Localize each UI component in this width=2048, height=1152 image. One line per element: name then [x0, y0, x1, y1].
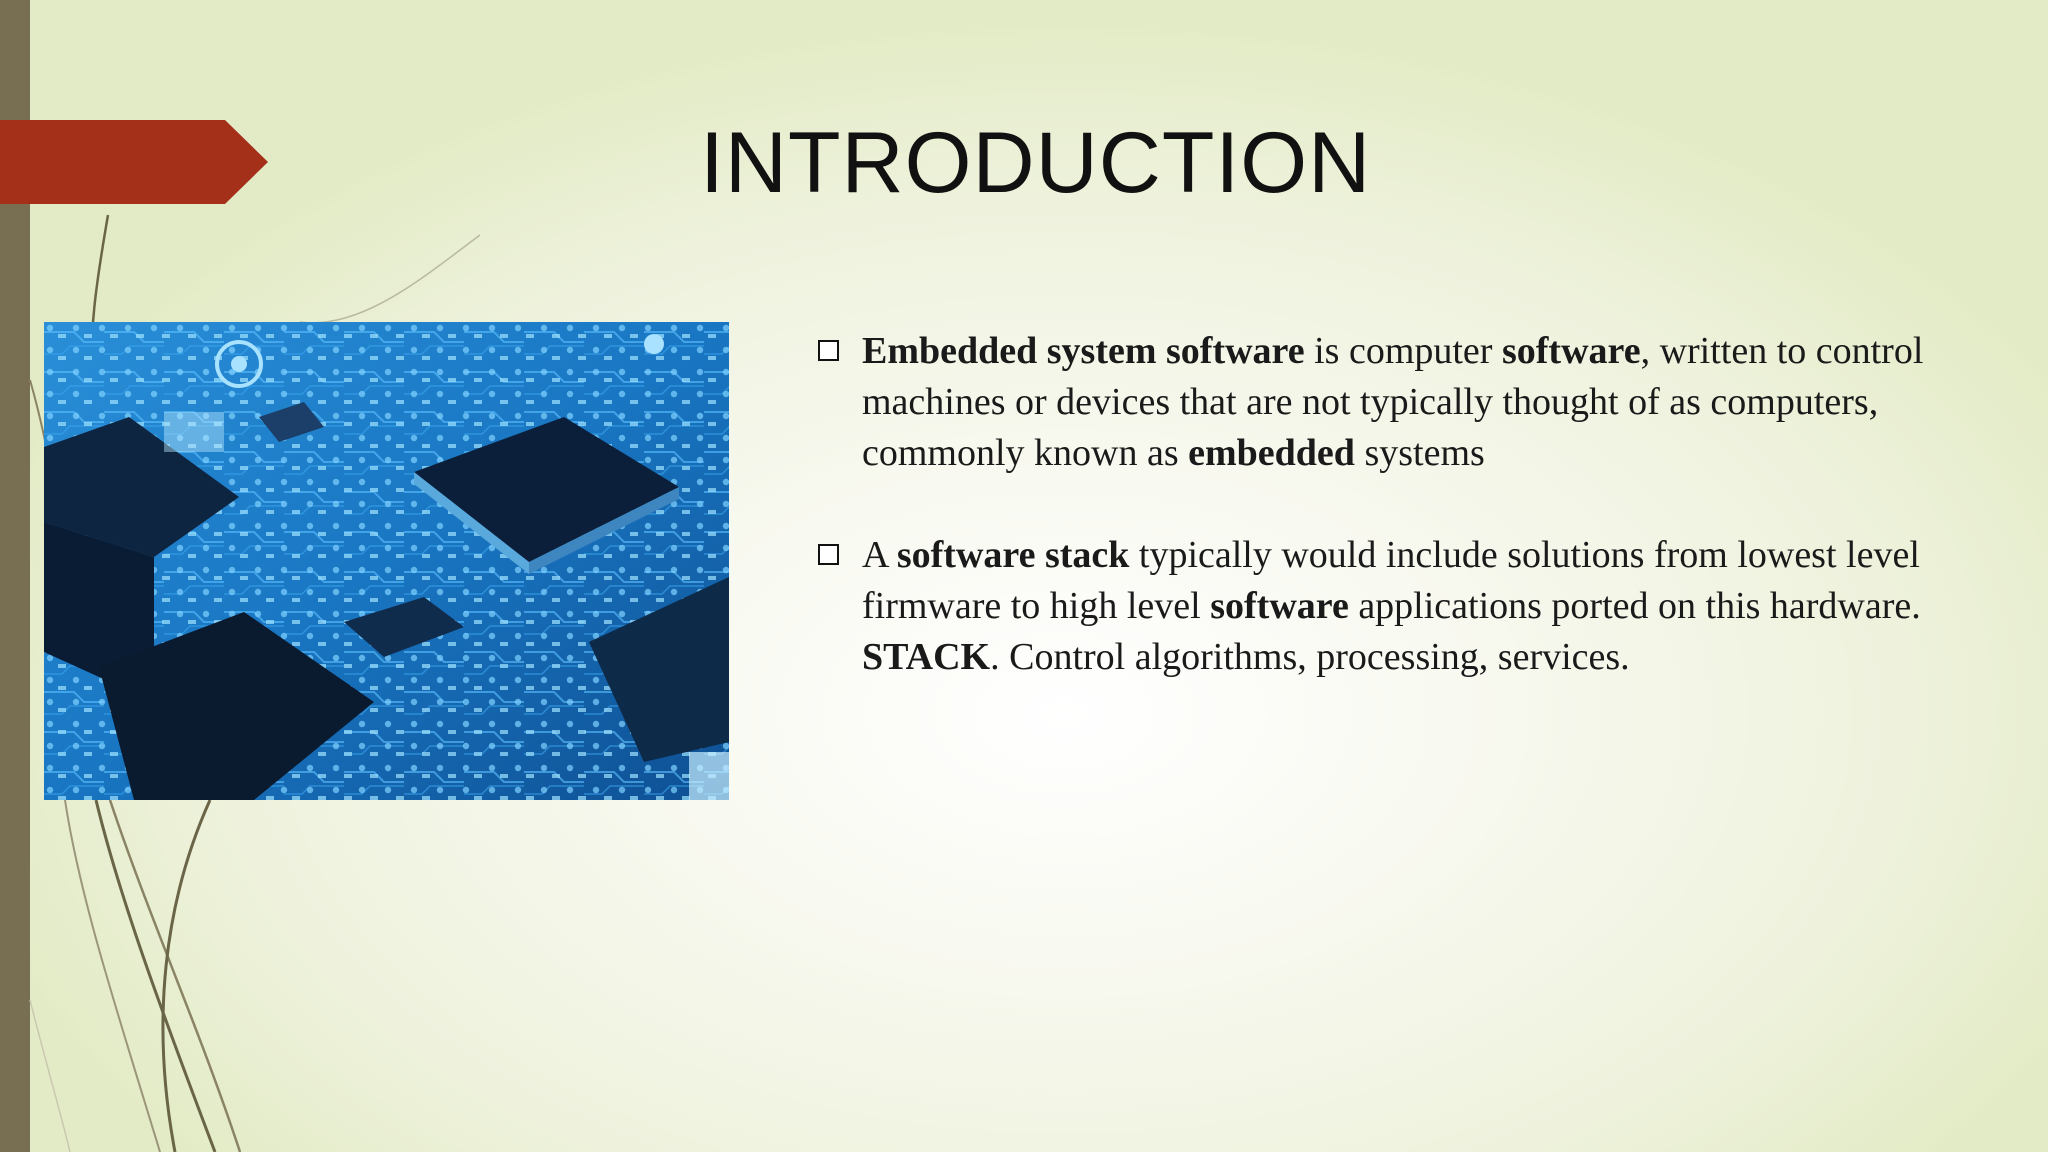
bold-text: software [1501, 330, 1641, 372]
circuit-board-photo [44, 322, 729, 800]
text: A [862, 534, 897, 576]
bullet-item-embedded-software: Embedded system software is computer sof… [814, 326, 2004, 479]
bold-text: embedded [1188, 432, 1355, 474]
text: is computer [1304, 330, 1502, 372]
bold-text: STACK [862, 636, 991, 678]
checkbox-bullet-icon [818, 544, 842, 568]
bold-text: software stack [896, 534, 1130, 576]
bullet-list: Embedded system software is computer sof… [814, 326, 2004, 734]
text: . Control algorithms, processing, servic… [990, 636, 1630, 678]
slide-title: INTRODUCTION [700, 115, 1372, 211]
text: systems [1354, 432, 1485, 474]
bullet-item-software-stack: A software stack typically would include… [814, 530, 2004, 683]
bold-text: software [1210, 585, 1349, 627]
text: typically would include solutions from l… [862, 534, 1920, 627]
bold-text: Embedded system software [862, 330, 1305, 372]
text: , written to control machines or devices… [862, 330, 1924, 474]
red-arrow-tab [0, 120, 268, 204]
text: applications ported on this hardware. [1348, 585, 1921, 627]
checkbox-bullet-icon [818, 340, 842, 364]
